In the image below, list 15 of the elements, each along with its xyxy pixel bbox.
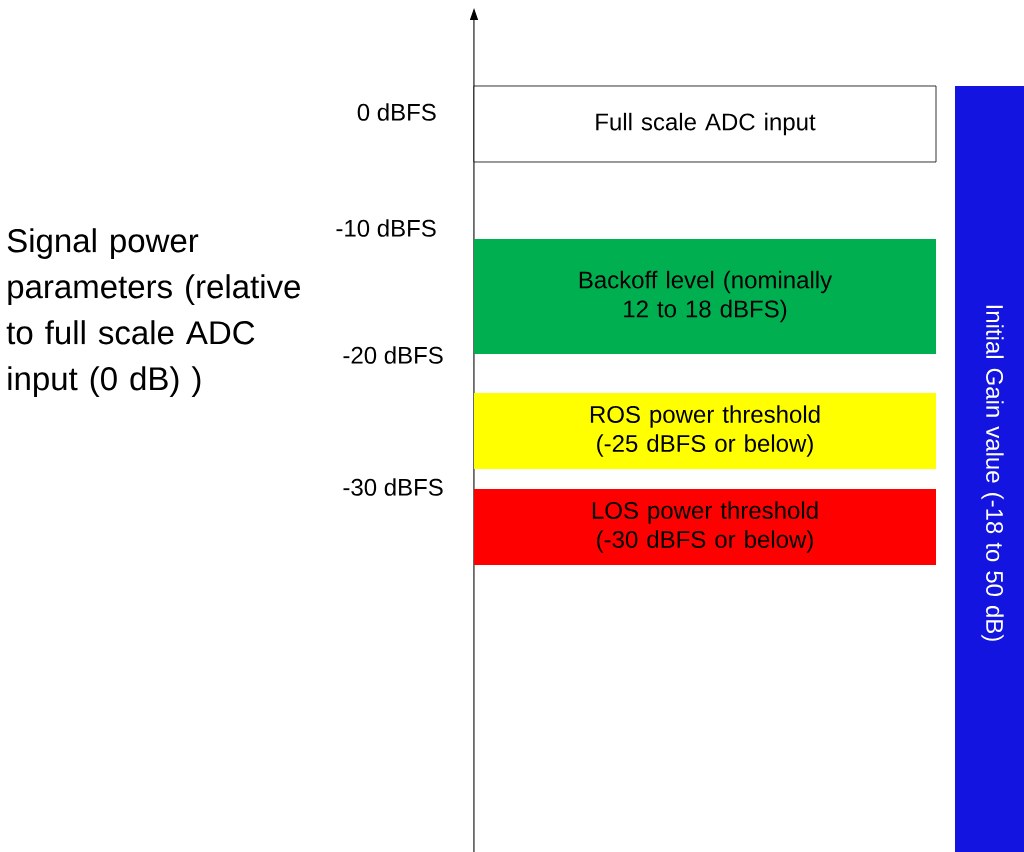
box-label: ROS power threshold (-25 dBFS or below) (590, 405, 820, 457)
box-label: Backoff level (nominally 12 to 18 dBFS) (579, 270, 833, 323)
box-label: LOS power threshold (-30 dBFS or below) (592, 501, 818, 553)
tick-label: -30 dBFS (343, 478, 443, 496)
tick-label: -20 dBFS (343, 346, 443, 364)
level-box (474, 393, 936, 469)
box-label: Full scale ADC input (596, 112, 816, 136)
box-label: Initial Gain value (-18 to 50 dB) (981, 305, 1004, 641)
tick-label: 0 dBFS (357, 103, 436, 121)
axis-title: Signal power parameters (relative to full scale ADC input (0 dB) ) (6, 228, 300, 397)
level-box (473, 85, 937, 163)
level-box (474, 489, 936, 565)
tick-label: -10 dBFS (336, 219, 436, 237)
level-box (955, 86, 1024, 852)
level-box (474, 239, 936, 354)
